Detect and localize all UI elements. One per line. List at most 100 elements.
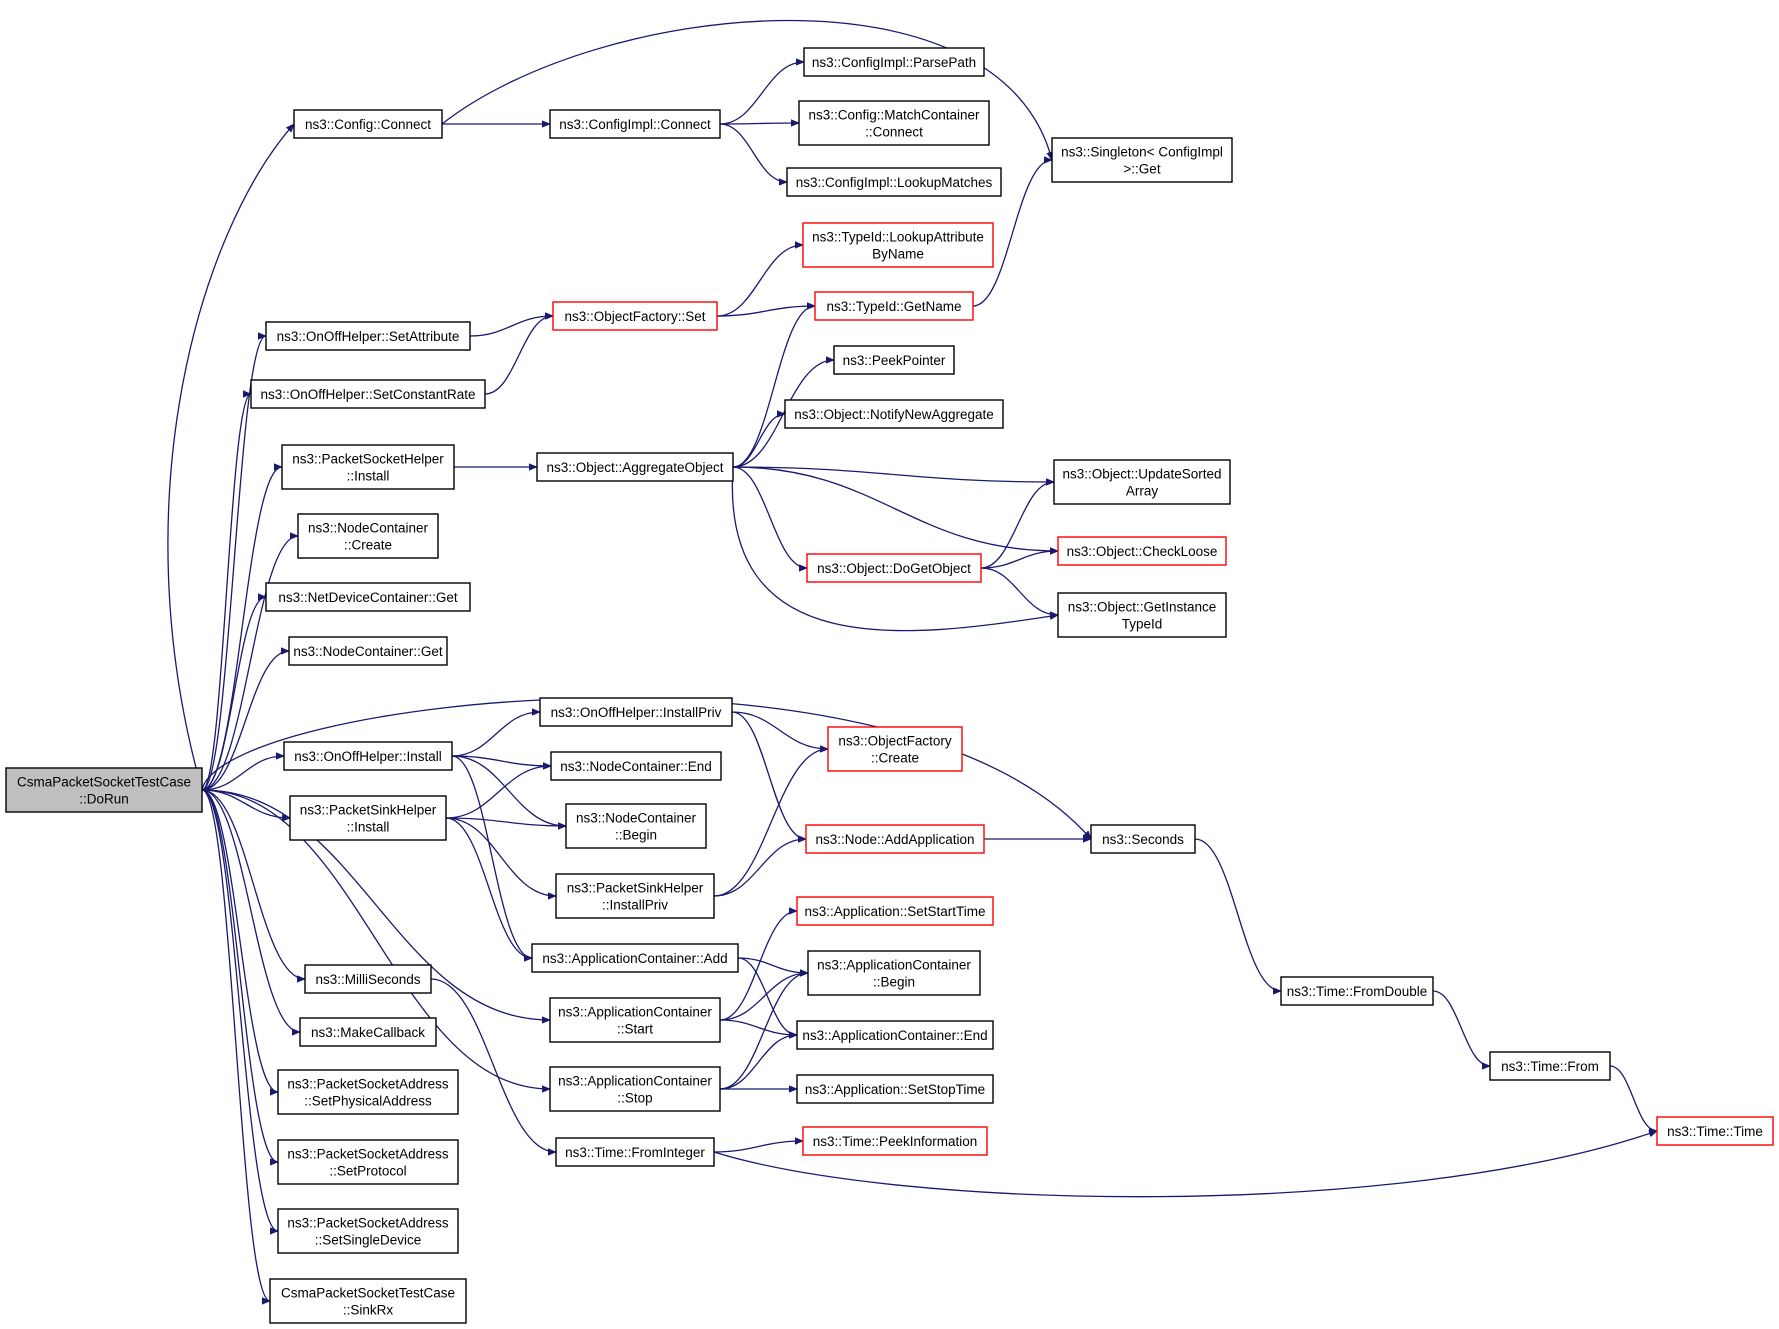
function-node[interactable]: ns3::ApplicationContainer::Begin <box>807 950 981 996</box>
node-box[interactable] <box>293 109 443 139</box>
function-node[interactable]: CsmaPacketSocketTestCase::SinkRx <box>269 1278 467 1324</box>
node-box[interactable] <box>283 741 453 771</box>
node-box[interactable] <box>827 726 963 772</box>
node-box[interactable] <box>807 950 981 996</box>
node-box[interactable] <box>796 1074 994 1104</box>
node-box[interactable] <box>806 553 982 583</box>
function-node[interactable]: ns3::ApplicationContainer::Add <box>531 943 739 973</box>
node-box[interactable] <box>299 1017 437 1047</box>
node-box[interactable] <box>5 767 203 813</box>
node-box[interactable] <box>277 1069 459 1115</box>
function-node[interactable]: ns3::OnOffHelper::SetAttribute <box>265 321 471 351</box>
node-box[interactable] <box>786 167 1002 197</box>
function-node[interactable]: ns3::OnOffHelper::Install <box>283 741 453 771</box>
function-node[interactable]: ns3::NodeContainer::Create <box>297 513 439 559</box>
function-node[interactable]: ns3::Time::Time <box>1656 1116 1774 1146</box>
function-node[interactable]: ns3::Object::DoGetObject <box>806 553 982 583</box>
node-box[interactable] <box>265 321 471 351</box>
node-box[interactable] <box>1656 1116 1774 1146</box>
function-node[interactable]: ns3::MilliSeconds <box>304 964 432 994</box>
function-node[interactable]: ns3::Application::SetStopTime <box>796 1074 994 1104</box>
node-box[interactable] <box>552 301 718 331</box>
node-box[interactable] <box>796 1020 994 1050</box>
node-box[interactable] <box>265 582 471 612</box>
node-box[interactable] <box>1090 824 1196 854</box>
function-node[interactable]: ns3::ApplicationContainer::End <box>796 1020 994 1050</box>
node-box[interactable] <box>277 1139 459 1185</box>
node-box[interactable] <box>250 379 486 409</box>
node-box[interactable] <box>833 345 955 375</box>
node-box[interactable] <box>549 997 721 1043</box>
node-box[interactable] <box>288 636 448 666</box>
function-node[interactable]: ns3::ConfigImpl::LookupMatches <box>786 167 1002 197</box>
function-node[interactable]: ns3::NodeContainer::End <box>550 751 722 781</box>
function-node[interactable]: ns3::OnOffHelper::InstallPriv <box>539 697 733 727</box>
node-box[interactable] <box>550 751 722 781</box>
function-node[interactable]: ns3::Config::Connect <box>293 109 443 139</box>
node-box[interactable] <box>536 452 734 482</box>
function-node[interactable]: ns3::NetDeviceContainer::Get <box>265 582 471 612</box>
node-box[interactable] <box>531 943 739 973</box>
node-box[interactable] <box>1057 536 1227 566</box>
node-box[interactable] <box>281 444 455 490</box>
function-node[interactable]: CsmaPacketSocketTestCase::DoRun <box>5 767 203 813</box>
function-node[interactable]: ns3::Time::PeekInformation <box>802 1126 988 1156</box>
node-box[interactable] <box>297 513 439 559</box>
function-node[interactable]: ns3::PacketSinkHelper::InstallPriv <box>555 873 715 919</box>
node-box[interactable] <box>1489 1051 1611 1081</box>
node-box[interactable] <box>802 1126 988 1156</box>
node-box[interactable] <box>565 803 707 849</box>
node-box[interactable] <box>814 291 974 321</box>
function-node[interactable]: ns3::Object::NotifyNewAggregate <box>784 399 1004 429</box>
function-node[interactable]: ns3::PacketSinkHelper::Install <box>289 795 447 841</box>
node-box[interactable] <box>304 964 432 994</box>
function-node[interactable]: ns3::Config::MatchContainer::Connect <box>798 100 990 146</box>
function-node[interactable]: ns3::ConfigImpl::Connect <box>549 109 721 139</box>
function-node[interactable]: ns3::Time::FromInteger <box>555 1137 715 1167</box>
function-node[interactable]: ns3::Time::From <box>1489 1051 1611 1081</box>
node-box[interactable] <box>802 222 994 268</box>
function-node[interactable]: ns3::Object::AggregateObject <box>536 452 734 482</box>
function-node[interactable]: ns3::TypeId::GetName <box>814 291 974 321</box>
node-box[interactable] <box>555 873 715 919</box>
function-node[interactable]: ns3::Seconds <box>1090 824 1196 854</box>
function-node[interactable]: ns3::Time::FromDouble <box>1280 976 1434 1006</box>
function-node[interactable]: ns3::ObjectFactory::Set <box>552 301 718 331</box>
node-box[interactable] <box>1053 459 1231 505</box>
function-node[interactable]: ns3::PacketSocketAddress::SetPhysicalAdd… <box>277 1069 459 1115</box>
node-box[interactable] <box>289 795 447 841</box>
node-box[interactable] <box>798 100 990 146</box>
function-node[interactable]: ns3::Singleton< ConfigImpl >::Get <box>1051 137 1233 183</box>
function-node[interactable]: ns3::PacketSocketAddress::SetSingleDevic… <box>277 1208 459 1254</box>
function-node[interactable]: ns3::PeekPointer <box>833 345 955 375</box>
node-box[interactable] <box>805 824 985 854</box>
node-box[interactable] <box>539 697 733 727</box>
function-node[interactable]: ns3::MakeCallback <box>299 1017 437 1047</box>
function-node[interactable]: ns3::ConfigImpl::ParsePath <box>803 47 985 77</box>
node-box[interactable] <box>555 1137 715 1167</box>
function-node[interactable]: ns3::ApplicationContainer::Stop <box>549 1066 721 1112</box>
node-box[interactable] <box>549 1066 721 1112</box>
function-node[interactable]: ns3::NodeContainer::Get <box>288 636 448 666</box>
function-node[interactable]: ns3::ApplicationContainer::Start <box>549 997 721 1043</box>
function-node[interactable]: ns3::ObjectFactory::Create <box>827 726 963 772</box>
node-box[interactable] <box>1280 976 1434 1006</box>
function-node[interactable]: ns3::Application::SetStartTime <box>796 896 994 926</box>
node-box[interactable] <box>277 1208 459 1254</box>
node-box[interactable] <box>1051 137 1233 183</box>
node-box[interactable] <box>269 1278 467 1324</box>
function-node[interactable]: ns3::NodeContainer::Begin <box>565 803 707 849</box>
node-box[interactable] <box>1057 592 1227 638</box>
node-box[interactable] <box>784 399 1004 429</box>
function-node[interactable]: ns3::Object::CheckLoose <box>1057 536 1227 566</box>
node-box[interactable] <box>549 109 721 139</box>
function-node[interactable]: ns3::Node::AddApplication <box>805 824 985 854</box>
node-box[interactable] <box>803 47 985 77</box>
function-node[interactable]: ns3::PacketSocketHelper::Install <box>281 444 455 490</box>
node-box[interactable] <box>796 896 994 926</box>
function-node[interactable]: ns3::OnOffHelper::SetConstantRate <box>250 379 486 409</box>
function-node[interactable]: ns3::PacketSocketAddress::SetProtocol <box>277 1139 459 1185</box>
